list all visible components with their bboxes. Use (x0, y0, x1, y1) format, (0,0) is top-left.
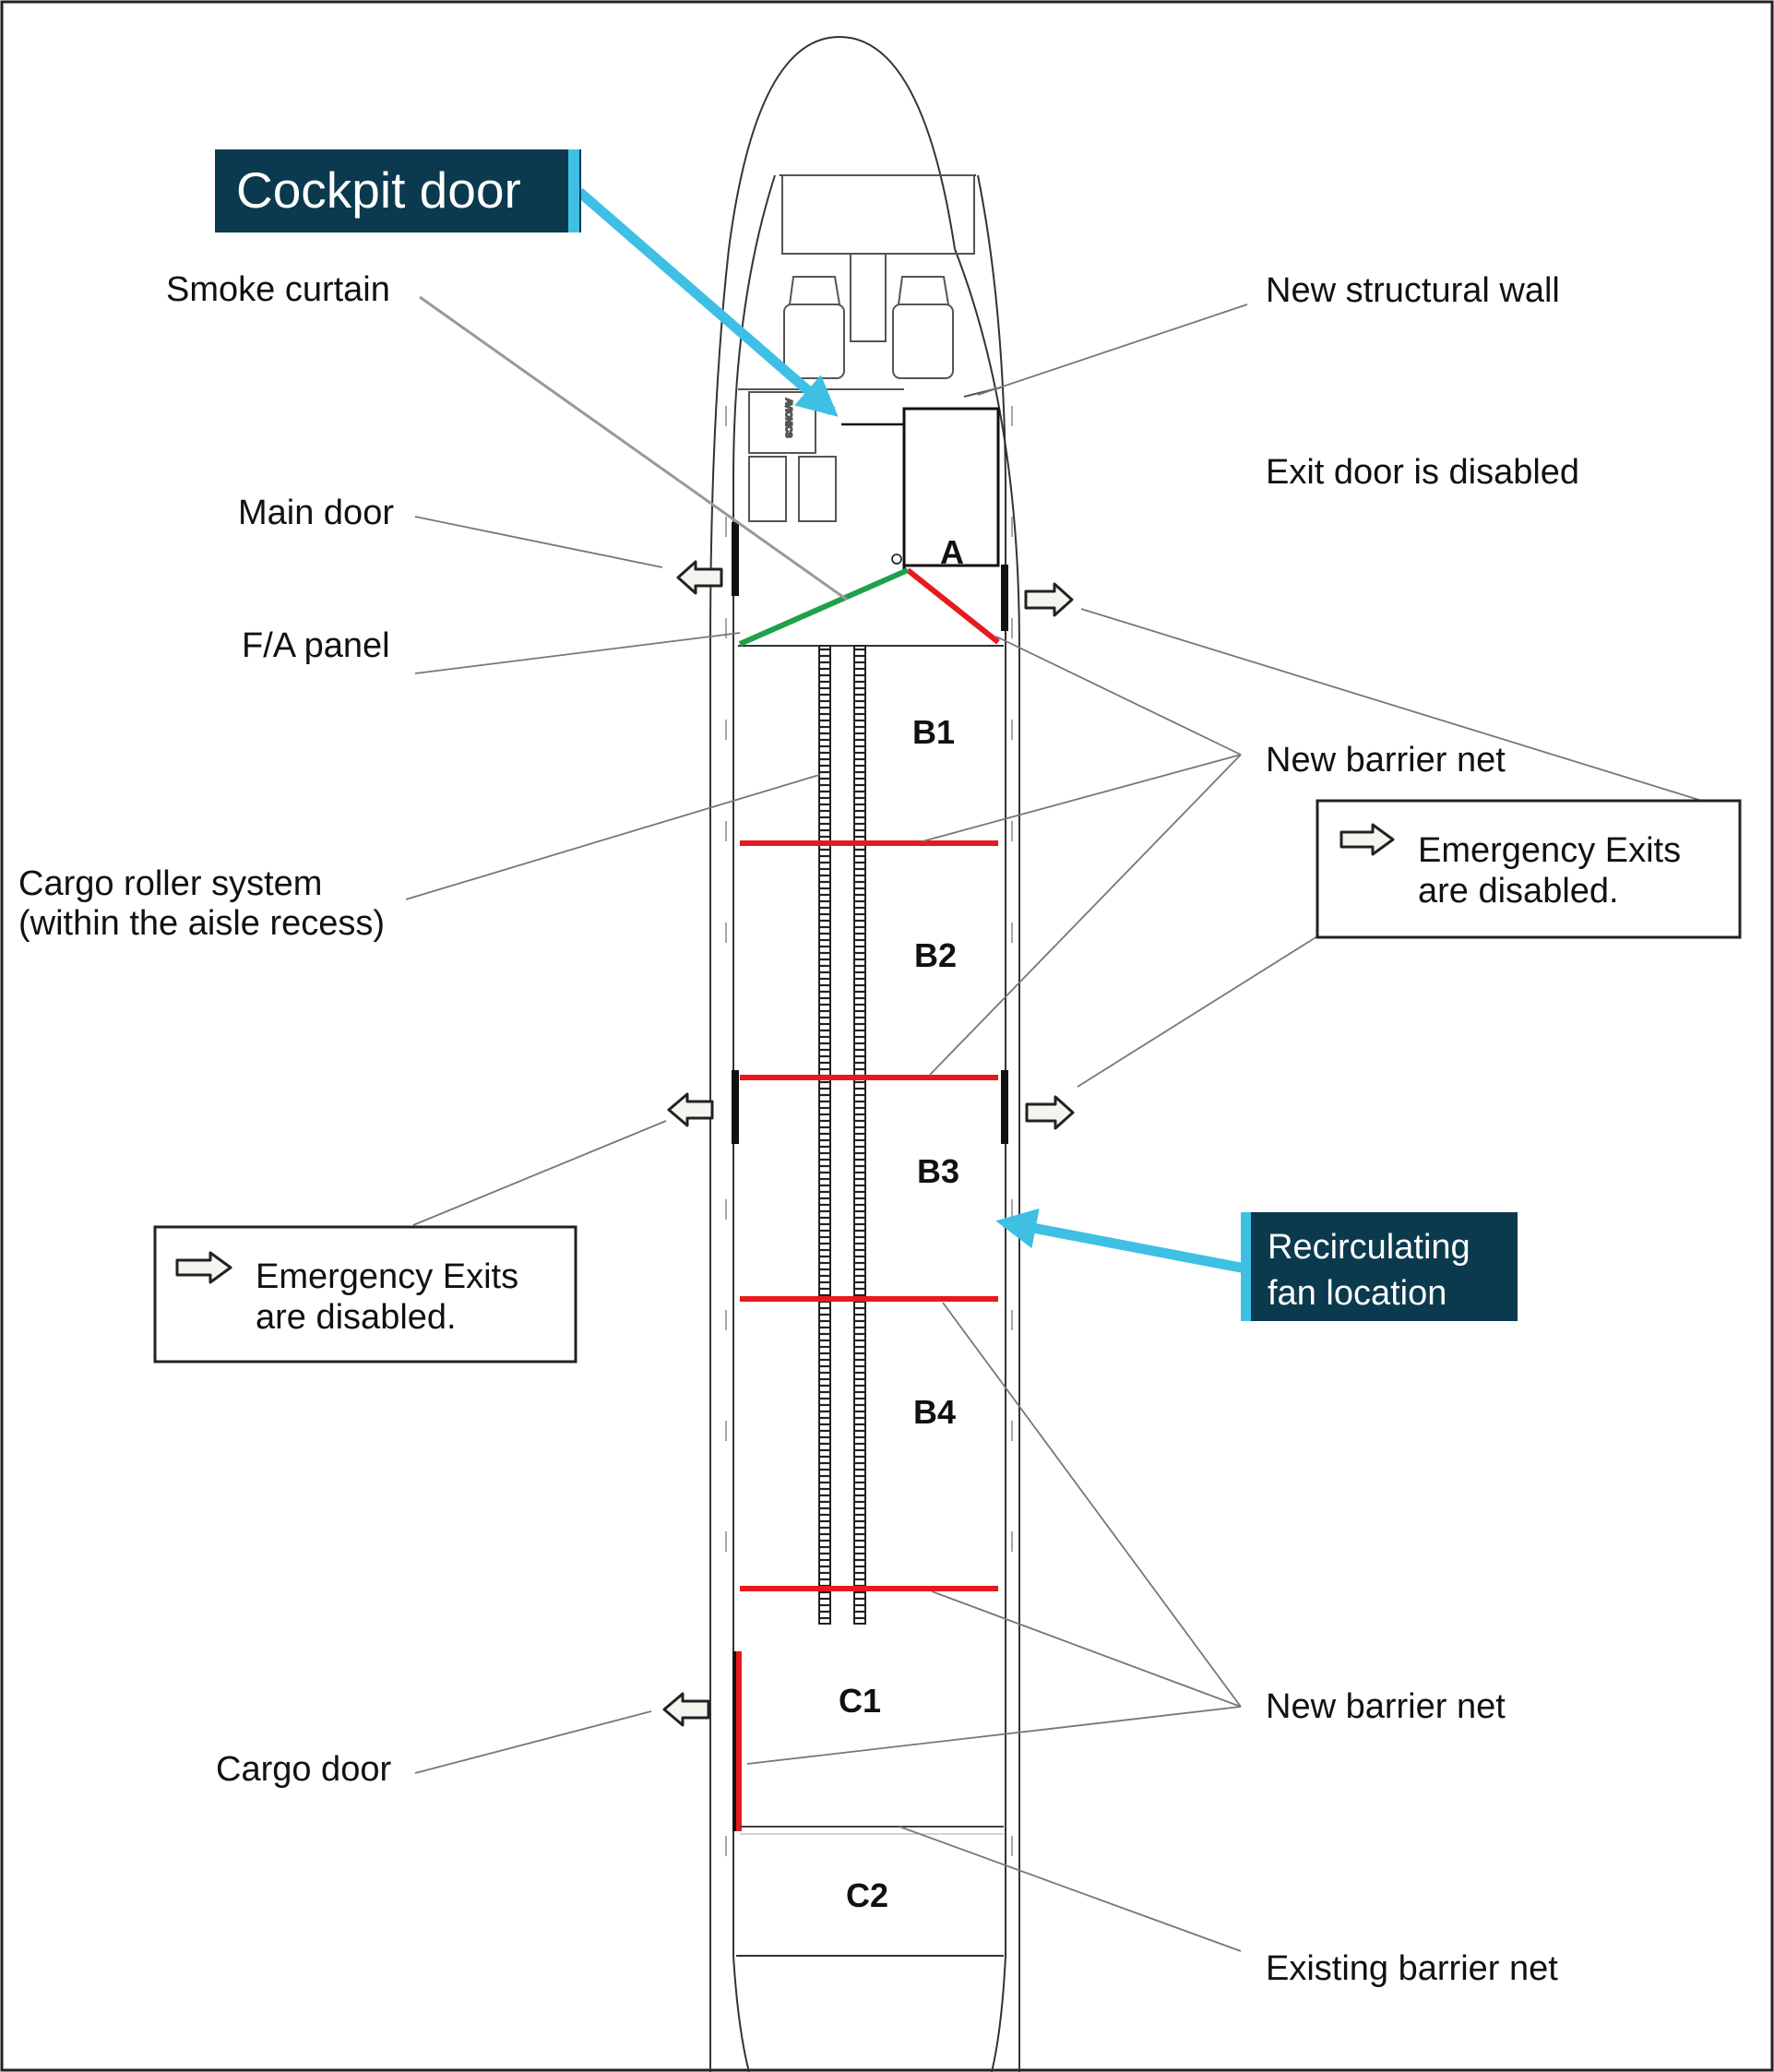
new-structural-wall-block (841, 407, 1000, 572)
cargo-door-leader (414, 1710, 652, 1774)
right-overwing-box-leader (1077, 935, 1318, 1088)
recirc-fan-callout-line1: Recirculating (1268, 1228, 1470, 1267)
cargo-roller-leader (405, 774, 820, 900)
recirc-fan-callout-line2: fan location (1268, 1274, 1447, 1313)
avionics-label: AVIONICS (784, 399, 793, 437)
emergency-exits-box-right: Emergency Exits are disabled. (1316, 799, 1742, 939)
main-door-leader (414, 516, 663, 568)
zone-b1-label: B1 (912, 713, 955, 751)
emergency-box-left-arrow-icon (175, 1251, 232, 1284)
emergency-exits-box-left: Emergency Exits are disabled. (153, 1225, 577, 1363)
cockpit-door-callout: Cockpit door (215, 149, 839, 417)
new-barrier-net-upper-leader-2 (922, 754, 1242, 842)
cargo-door-arrow-icon (662, 1692, 710, 1727)
emergency-box-right-line1: Emergency Exits (1418, 831, 1681, 870)
emergency-box-right-line2: are disabled. (1418, 872, 1619, 911)
recirc-fan-callout: Recirculating fan location (995, 1208, 1518, 1321)
cargo-door-bar (732, 1651, 736, 1831)
exit-door-disabled-label: Exit door is disabled (1266, 453, 1579, 492)
smoke-curtain-label: Smoke curtain (166, 270, 390, 309)
zone-c2-label: C2 (846, 1876, 888, 1914)
right-exit-box-leader (1080, 608, 1703, 802)
new-barrier-net-upper-label: New barrier net (1266, 741, 1506, 780)
existing-barrier-net-label: Existing barrier net (1266, 1949, 1558, 1988)
main-door-arrow-icon (676, 560, 723, 595)
new-barrier-net-lower-leader-1 (942, 1302, 1242, 1708)
leader-lines (405, 295, 1703, 1952)
right-front-exit-arrow-icon (1024, 582, 1074, 617)
emergency-box-left-line1: Emergency Exits (256, 1257, 518, 1296)
right-overwing-exit-arrow-icon (1025, 1095, 1075, 1130)
main-door-bar (732, 522, 739, 596)
new-barrier-net-lower-label: New barrier net (1266, 1687, 1506, 1726)
cockpit-interior: AVIONICS (738, 174, 1002, 522)
barrier-net-zone-a (906, 567, 1000, 645)
new-structural-wall-leader (977, 304, 1248, 396)
left-overwing-box-leader (412, 1120, 667, 1226)
right-overwing-exit-bar (1001, 1070, 1008, 1144)
fa-panel-leader (414, 632, 741, 674)
cargo-roller-label-line2: (within the aisle recess) (18, 904, 385, 943)
zone-b3-label: B3 (917, 1152, 959, 1190)
zone-a-label: A (940, 533, 964, 571)
existing-barrier-net-leader (899, 1826, 1242, 1952)
cargo-roller-label-line1: Cargo roller system (18, 864, 322, 903)
new-structural-wall-label: New structural wall (1266, 271, 1560, 310)
new-barrier-net-upper-leader-3 (929, 754, 1242, 1076)
right-front-exit-bar (1001, 565, 1008, 631)
smoke-curtain-line (738, 567, 910, 647)
main-door-label: Main door (238, 494, 394, 532)
zone-b2-label: B2 (914, 936, 957, 974)
left-overwing-exit-bar (732, 1070, 739, 1144)
new-barrier-nets (736, 567, 1000, 1831)
door-arrows (662, 560, 1075, 1727)
cargo-door-label: Cargo door (216, 1750, 391, 1789)
zone-b4-label: B4 (913, 1393, 956, 1431)
new-barrier-net-lower-leader-3 (746, 1706, 1242, 1765)
new-barrier-net-upper-leader-1 (995, 636, 1242, 756)
cockpit-door-callout-text: Cockpit door (236, 161, 521, 219)
smoke-curtain-leader (419, 295, 848, 601)
fa-panel-label: F/A panel (242, 626, 390, 665)
left-overwing-exit-arrow-icon (667, 1092, 714, 1127)
recirc-fan-arrow (995, 1208, 1247, 1274)
emergency-box-left-line2: are disabled. (256, 1298, 457, 1337)
zone-c1-label: C1 (839, 1682, 881, 1720)
emergency-box-right-arrow-icon (1339, 823, 1395, 856)
cockpit-door-arrow (576, 187, 839, 417)
door-bars (732, 522, 1008, 1144)
new-barrier-net-lower-leader-2 (931, 1590, 1242, 1708)
